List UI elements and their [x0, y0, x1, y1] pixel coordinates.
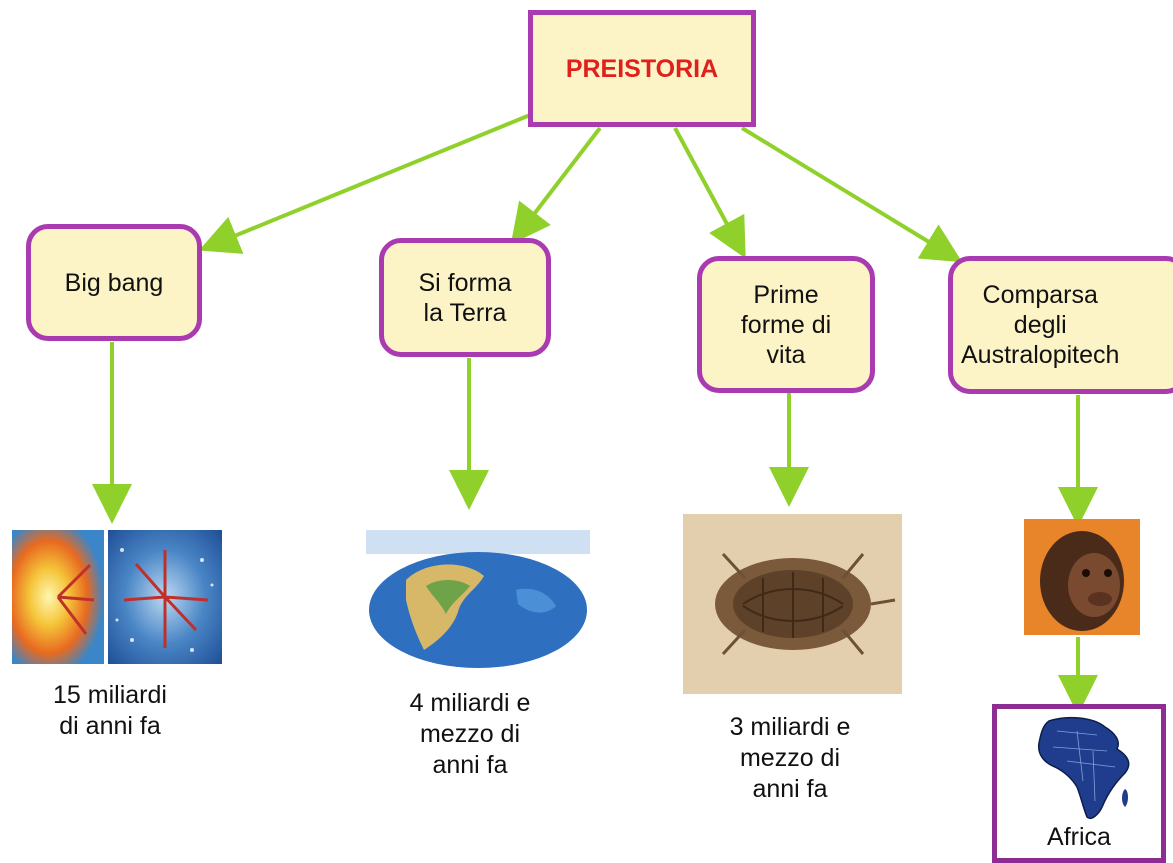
- australopithecus-image: [1024, 519, 1140, 635]
- arrow-root-to-australopitech: [740, 126, 963, 263]
- earth-map-image: [366, 530, 590, 668]
- root-label: PREISTORIA: [565, 54, 719, 83]
- node-prime-forme-di-vita: Prime forme di vita: [697, 256, 875, 393]
- node-comparsa-australopitech: Comparsa degli Australopitech: [948, 256, 1173, 394]
- node-big-bang: Big bang: [26, 224, 202, 341]
- africa-box: Africa: [992, 704, 1166, 863]
- node-vita-label: Prime forme di vita: [740, 280, 832, 369]
- caption-big-bang: 15 miliardi di anni fa: [53, 681, 167, 740]
- caption-terra: 4 miliardi e mezzo di anni fa: [409, 689, 531, 779]
- node-big-bang-label: Big bang: [64, 268, 164, 297]
- arrow-root-to-vita: [673, 127, 746, 259]
- node-australopitech-label: Comparsa degli Australopitech: [961, 281, 1120, 369]
- big-bang-explosion-image: [12, 530, 222, 664]
- arrow-root-to-big-bang: [198, 113, 531, 254]
- fossil-image: [683, 514, 902, 694]
- node-terra-label: Si forma la Terra: [418, 268, 512, 327]
- africa-map-image: [1037, 716, 1130, 819]
- arrow-root-to-terra: [510, 126, 602, 245]
- root-node-preistoria: PREISTORIA: [528, 10, 756, 127]
- caption-vita: 3 miliardi e mezzo di anni fa: [729, 713, 851, 803]
- africa-label: Africa: [1047, 823, 1111, 851]
- node-si-forma-la-terra: Si forma la Terra: [379, 238, 551, 357]
